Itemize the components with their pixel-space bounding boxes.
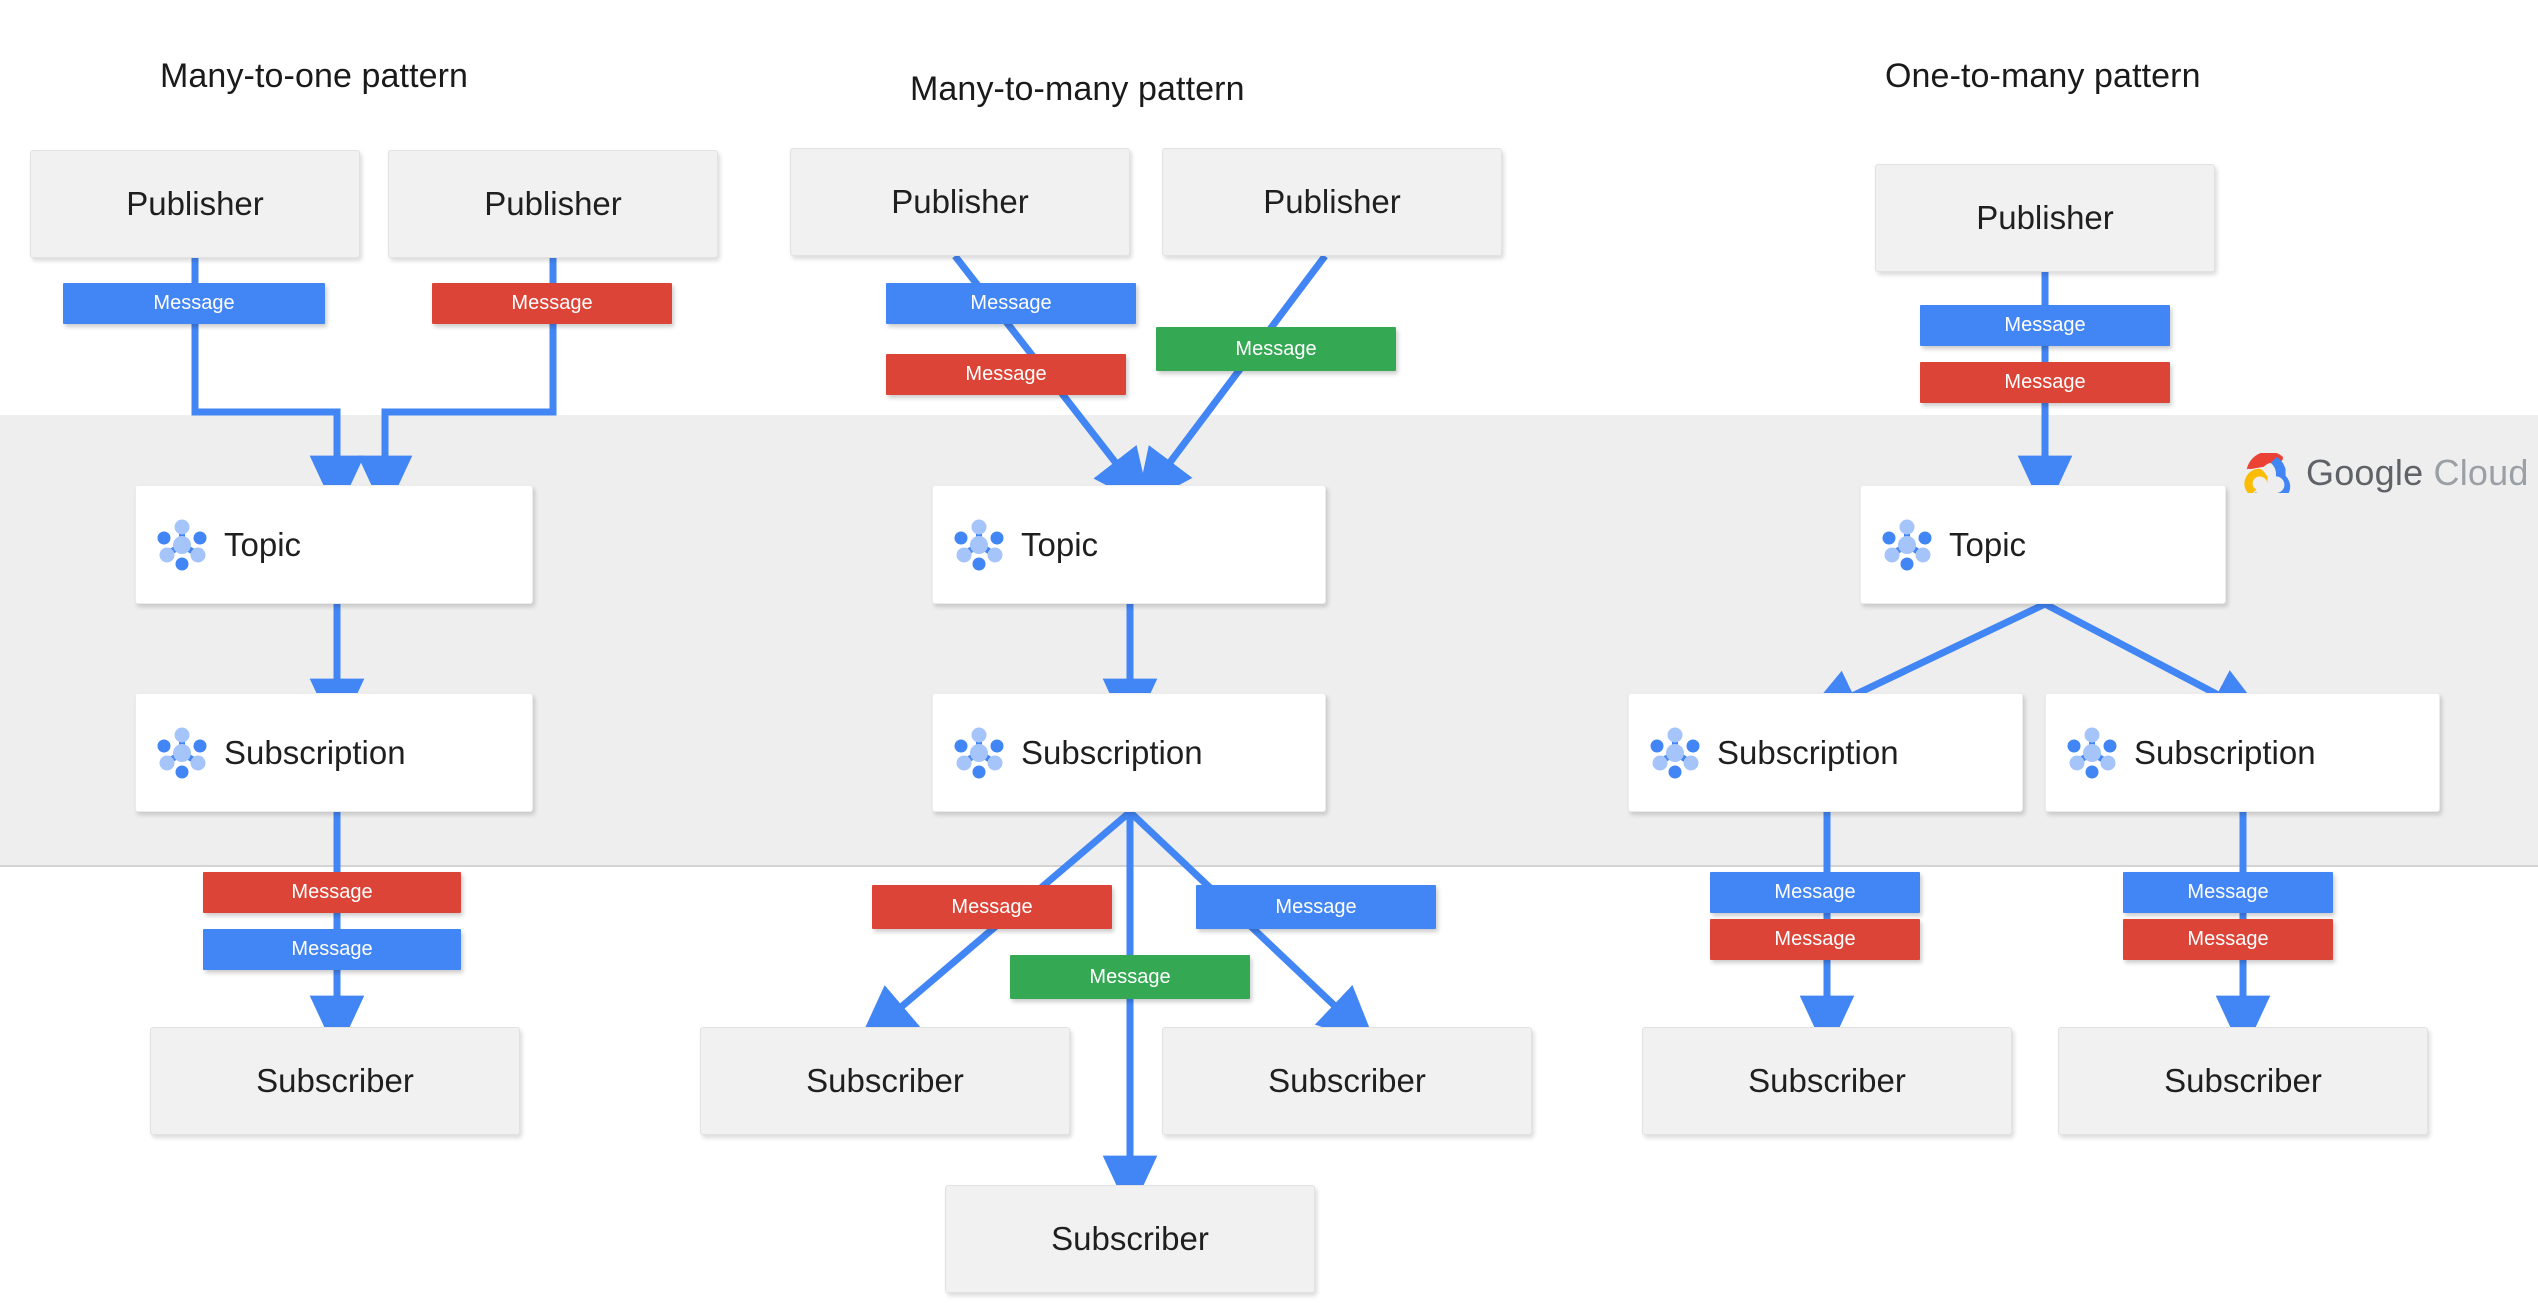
publisher-node[interactable]: Publisher: [30, 150, 360, 258]
pubsub-subscription-icon: [954, 727, 1004, 778]
message-chip: Message: [872, 885, 1112, 929]
publisher-node[interactable]: Publisher: [388, 150, 718, 258]
pubsub-subscription-icon: [2067, 727, 2117, 778]
subscriber-node[interactable]: Subscriber: [700, 1027, 1070, 1135]
publisher-node[interactable]: Publisher: [1162, 148, 1502, 256]
subscriber-node[interactable]: Subscriber: [1642, 1027, 2012, 1135]
subscription-node[interactable]: Subscription: [1628, 693, 2023, 812]
subscription-label: Subscription: [224, 733, 406, 771]
message-chip: Message: [1156, 327, 1396, 371]
subscriber-node[interactable]: Subscriber: [945, 1185, 1315, 1293]
subscription-node[interactable]: Subscription: [135, 693, 533, 812]
message-chip: Message: [1710, 919, 1920, 960]
message-chip: Message: [1920, 305, 2170, 346]
publisher-node[interactable]: Publisher: [790, 148, 1130, 256]
message-chip: Message: [432, 283, 672, 324]
message-chip: Message: [2123, 872, 2333, 913]
message-chip: Message: [1010, 955, 1250, 999]
topic-node[interactable]: Topic: [135, 485, 533, 604]
column-title-many-to-many: Many-to-many pattern: [910, 70, 1245, 108]
subscription-node[interactable]: Subscription: [932, 693, 1326, 812]
message-chip: Message: [63, 283, 325, 324]
message-chip: Message: [886, 283, 1136, 324]
subscriber-node[interactable]: Subscriber: [1162, 1027, 1532, 1135]
pubsub-subscription-icon: [157, 727, 207, 778]
subscription-node[interactable]: Subscription: [2045, 693, 2440, 812]
topic-label: Topic: [1021, 525, 1099, 563]
message-chip: Message: [2123, 919, 2333, 960]
google-cloud-logo-icon: [2244, 453, 2291, 493]
pubsub-topic-icon: [954, 519, 1004, 570]
message-chip: Message: [203, 872, 461, 913]
message-chip: Message: [1920, 362, 2170, 403]
subscription-label: Subscription: [1021, 733, 1203, 771]
message-chip: Message: [203, 929, 461, 970]
column-title-one-to-many: One-to-many pattern: [1885, 57, 2201, 95]
subscriber-node[interactable]: Subscriber: [2058, 1027, 2428, 1135]
message-chip: Message: [886, 354, 1126, 395]
publisher-node[interactable]: Publisher: [1875, 164, 2215, 272]
pubsub-subscription-icon: [1650, 727, 1700, 778]
pubsub-topic-icon: [1882, 519, 1932, 570]
column-title-many-to-one: Many-to-one pattern: [160, 57, 469, 95]
google-cloud-wordmark: Google Cloud: [2306, 452, 2529, 493]
topic-node[interactable]: Topic: [932, 485, 1326, 604]
pubsub-topic-icon: [157, 519, 207, 570]
subscriber-node[interactable]: Subscriber: [150, 1027, 520, 1135]
google-cloud-lockup: Google Cloud: [2242, 452, 2529, 494]
topic-node[interactable]: Topic: [1860, 485, 2226, 604]
subscription-label: Subscription: [2134, 733, 2316, 771]
topic-label: Topic: [224, 525, 302, 563]
message-chip: Message: [1196, 885, 1436, 929]
message-chip: Message: [1710, 872, 1920, 913]
topic-label: Topic: [1949, 525, 2027, 563]
subscription-label: Subscription: [1717, 733, 1899, 771]
